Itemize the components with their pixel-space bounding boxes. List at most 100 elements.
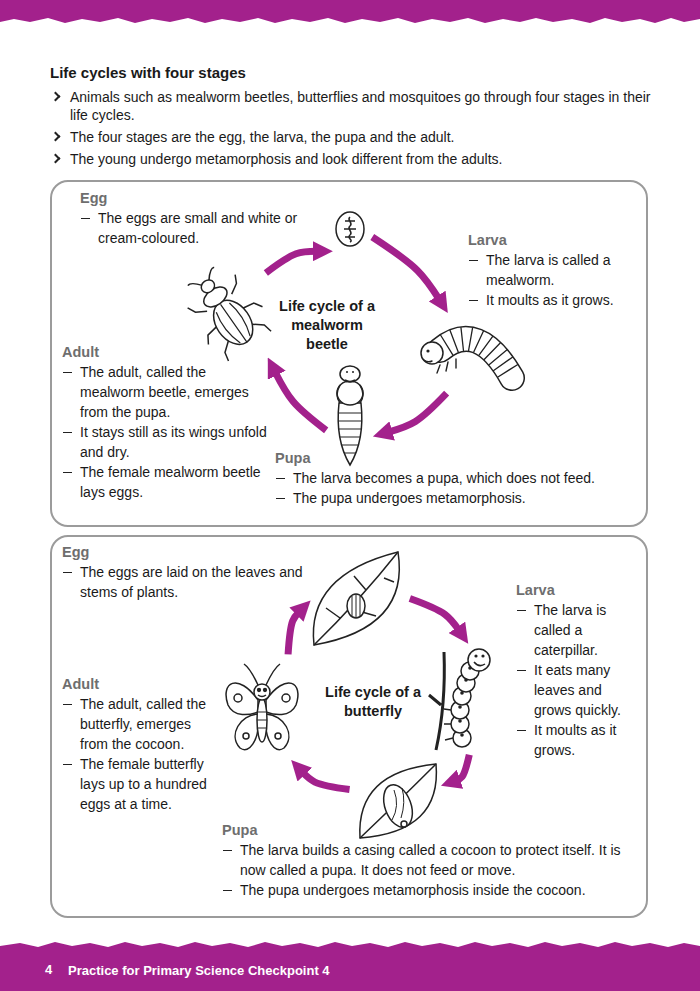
bullet-dash (63, 704, 72, 705)
caterpillar (458, 719, 462, 723)
bullet-text: The larva builds a casing called a cocoo… (240, 842, 621, 878)
butterfly (257, 698, 267, 742)
butterfly (266, 683, 298, 715)
cycle-arrow (266, 251, 317, 273)
larva-segment (461, 328, 464, 351)
butterfly (264, 689, 267, 692)
stage-bullet: The female mealworm beetle lays eggs. (62, 462, 267, 502)
stage-heading: Larva (516, 580, 641, 600)
butterfly (243, 733, 249, 739)
butterfly (282, 694, 290, 702)
mealworm-pupa (338, 413, 362, 453)
stage-heading: Egg (80, 188, 332, 208)
caterpillar (464, 678, 468, 682)
bullet-dash (63, 472, 72, 473)
butterfly (244, 664, 280, 685)
stage-bullet: The larva is called a caterpillar. (516, 600, 641, 660)
mealworm-larva (421, 328, 517, 378)
stage-text: PupaThe larva builds a casing called a c… (222, 820, 642, 900)
bullet-text: The pupa undergoes metamorphosis inside … (240, 882, 586, 898)
caterpillar (468, 649, 490, 671)
stage-heading: Pupa (275, 448, 643, 468)
mealworm-beetle (174, 257, 277, 365)
butterfly (257, 712, 267, 728)
stage-bullet: The larva becomes a pupa, which does not… (275, 468, 643, 488)
stage-node: LarvaThe larva is called a caterpillar.I… (425, 645, 505, 750)
mealworm-larva (426, 349, 429, 352)
mealworm-beetle (174, 257, 277, 365)
caterpillar (474, 654, 477, 657)
intro-bullet: The young undergo metamorphosis and look… (52, 150, 652, 168)
butterfly (258, 689, 261, 692)
bullet-dash (276, 478, 285, 479)
bullet-dash (469, 260, 478, 261)
bullet-chevron (51, 154, 61, 164)
stage-bullet: The larva is called a mealworm. (468, 250, 638, 290)
stage-heading: Larva (468, 230, 638, 250)
stage-heading: Adult (62, 674, 217, 694)
mealworm-pupa (338, 403, 362, 465)
stage-node: EggThe eggs are laid on the leaves and s… (310, 550, 405, 650)
bullet-text: It moults as it grows. (486, 292, 614, 308)
cycle-arrow (388, 393, 446, 432)
bullet-dash (517, 730, 526, 731)
stage-bullet: The eggs are small and white or cream-co… (80, 208, 332, 248)
cycle-title: Life cycle of a butterfly (321, 683, 425, 721)
intro-list: Animals such as mealworm beetles, butter… (52, 88, 652, 172)
stage-node: EggThe eggs are small and white or cream… (333, 210, 368, 248)
stage-text: EggThe eggs are small and white or cream… (80, 188, 332, 248)
bullet-dash (223, 850, 232, 851)
mealworm-pupa (337, 372, 363, 403)
footer-text: Practice for Primary Science Checkpoint … (68, 963, 330, 979)
stage-text: EggThe eggs are laid on the leaves and s… (62, 542, 307, 602)
leaf-with-egg (352, 594, 360, 618)
mealworm-pupa (337, 381, 363, 405)
stage-node: AdultThe adult, called the mealworm beet… (190, 275, 268, 355)
stage-text: AdultThe adult, called the mealworm beet… (62, 342, 267, 502)
leaf-with-cocoon (360, 764, 436, 838)
caterpillar (429, 649, 490, 750)
caterpillar (481, 654, 484, 657)
stage-bullet: The larva builds a casing called a cocoo… (222, 840, 642, 880)
bullet-text: The pupa undergoes metamorphosis. (293, 490, 526, 506)
bullet-text: The adult, called the butterfly, emerges… (80, 696, 206, 752)
bullet-dash (517, 670, 526, 671)
mealworm-pupa (340, 366, 360, 382)
caterpillar (468, 666, 472, 670)
caterpillar (458, 705, 462, 709)
leaf-with-egg (347, 594, 365, 618)
stage-heading: Adult (62, 342, 267, 362)
stage-node: AdultThe adult, called the butterfly, em… (222, 660, 302, 760)
stage-node: LarvaThe larva is called a mealworm.It m… (415, 315, 520, 390)
bullet-text: The larva becomes a pupa, which does not… (293, 470, 595, 486)
mealworm-egg (336, 212, 364, 246)
bullet-dash (276, 498, 285, 499)
mealworm-larva (440, 339, 512, 378)
stage-bullet: The adult, called the butterfly, emerges… (62, 694, 217, 754)
cycle-title-block: Life cycle of a mealworm beetle (272, 297, 382, 354)
leaf-with-cocoon (360, 764, 437, 838)
mealworm-pupa (337, 366, 363, 465)
section-heading: Life cycles with four stages (50, 64, 246, 82)
stage-bullet: It stays still as its wings unfold and d… (62, 422, 267, 462)
bullet-chevron (51, 132, 61, 142)
stage-node: PupaThe larva becomes a pupa, which does… (330, 365, 370, 465)
bullet-text: The larva is called a mealworm. (486, 252, 611, 288)
larva-segment (450, 330, 458, 352)
larva-segment (469, 328, 473, 351)
intro-text: The young undergo metamorphosis and look… (70, 151, 502, 167)
bullet-text: The eggs are small and white or cream-co… (98, 210, 297, 246)
leaf-with-cocoon (360, 764, 437, 838)
bullet-text: The adult, called the mealworm beetle, e… (80, 364, 249, 420)
leaf-with-cocoon (378, 781, 417, 831)
larva-segment (498, 365, 517, 377)
cycle-arrow (410, 599, 459, 631)
stage-heading: Pupa (222, 820, 642, 840)
stage-bullet: The adult, called the mealworm beetle, e… (62, 362, 267, 422)
butterfly (226, 683, 258, 715)
cycle-arrow (302, 772, 349, 790)
stage-bullet: It eats many leaves and grows quickly. (516, 660, 641, 720)
butterfly (235, 714, 258, 750)
mealworm-egg (336, 212, 364, 246)
